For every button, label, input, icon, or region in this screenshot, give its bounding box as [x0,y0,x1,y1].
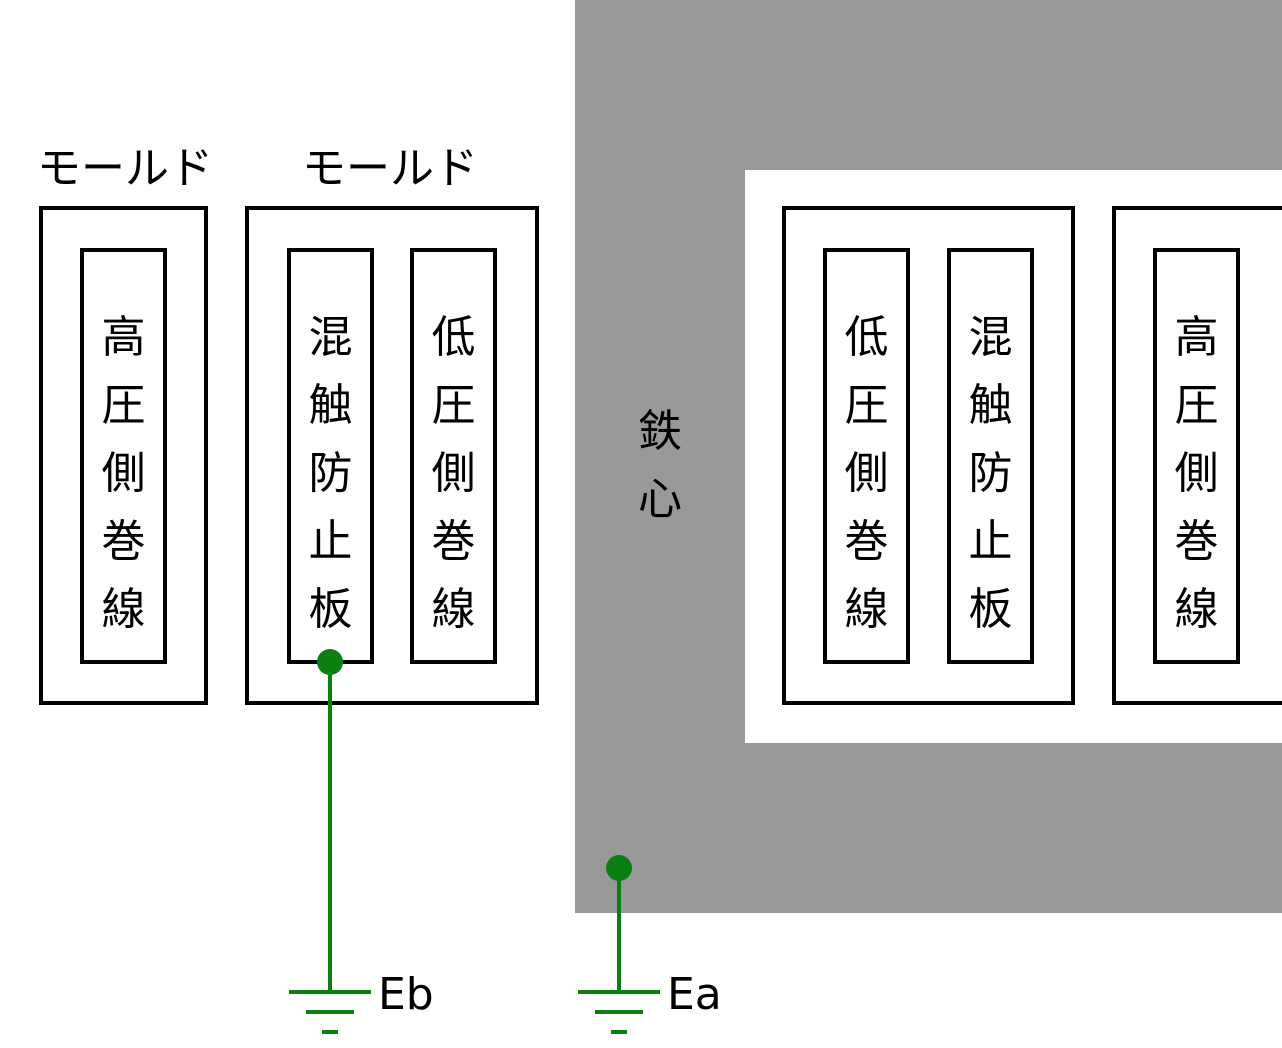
coil-char: 線 [431,584,476,635]
core-label: 鉄 心 [630,398,690,534]
coil-char: 板 [968,584,1013,635]
coil-char: 巻 [431,516,476,567]
lv-winding-middle: 低 圧 側 巻 線 [410,248,497,664]
coil-char: 圧 [1174,380,1219,431]
ground-label-ea: Ea [667,969,722,1020]
core-label-char: 鉄 [638,406,682,457]
coil-char: 防 [308,448,353,499]
coil-char: 板 [308,584,353,635]
ground-eb [289,649,371,1034]
coil-char: 混 [308,312,353,363]
connection-dot-ea [606,855,632,881]
coil-char: 圧 [101,380,146,431]
coil-char: 止 [308,516,353,567]
coil-char: 巻 [1174,516,1219,567]
coil-char: 側 [1174,448,1219,499]
mold-label-middle: モールド [302,143,478,194]
shield-plate-right: 混 触 防 止 板 [947,248,1034,664]
coil-char: 触 [308,380,353,431]
coil-char: 線 [101,584,146,635]
coil-char: 触 [968,380,1013,431]
coil-char: 高 [1174,312,1219,363]
coil-char: 低 [844,312,889,363]
coil-char: 線 [1174,584,1219,635]
coil-char: 高 [101,312,146,363]
core-label-char: 心 [638,474,682,525]
hv-winding-left: 高 圧 側 巻 線 [80,248,167,664]
coil-char: 圧 [844,380,889,431]
coil-char: 線 [844,584,889,635]
mold-label-left: モールド [37,143,213,194]
coil-char: 側 [101,448,146,499]
ground-ea [578,855,660,1034]
shield-plate-middle: 混 触 防 止 板 [287,248,374,664]
coil-char: 防 [968,448,1013,499]
lv-winding-right: 低 圧 側 巻 線 [823,248,910,664]
ground-label-eb: Eb [378,969,434,1020]
connection-dot-eb [317,649,343,675]
coil-char: 側 [431,448,476,499]
coil-char: 巻 [844,516,889,567]
coil-char: 止 [968,516,1013,567]
coil-char: 圧 [431,380,476,431]
coil-char: 側 [844,448,889,499]
coil-char: 低 [431,312,476,363]
coil-char: 巻 [101,516,146,567]
coil-char: 混 [968,312,1013,363]
hv-winding-right: 高 圧 側 巻 線 [1153,248,1240,664]
